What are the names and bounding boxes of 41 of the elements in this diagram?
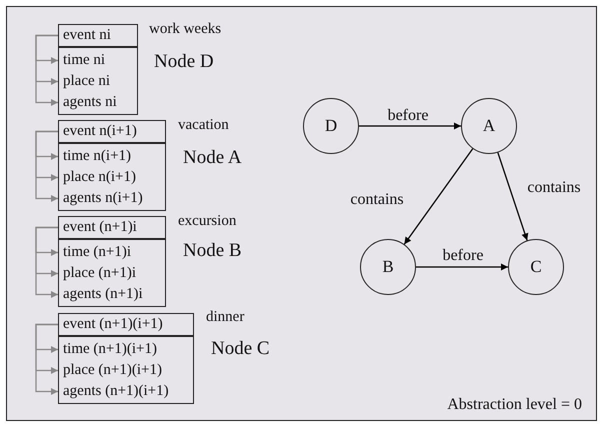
- arrow: [497, 152, 528, 241]
- record-header: event (n+1)i: [58, 216, 166, 239]
- record-body: [58, 239, 166, 307]
- record-field: time ni: [63, 50, 106, 70]
- event-circle: A: [461, 98, 517, 154]
- event-circle: B: [360, 239, 416, 295]
- record-field: place n(i+1): [63, 166, 136, 186]
- record-field: time n(i+1): [63, 146, 132, 166]
- record-body: [58, 143, 166, 211]
- record-body: [58, 47, 138, 115]
- record-field: place (n+1)i: [63, 262, 136, 282]
- record-header: event ni: [58, 24, 138, 47]
- node-title: Node D: [154, 51, 214, 73]
- record-field: agents n(i+1): [63, 188, 143, 208]
- record-field: place (n+1)(i+1): [63, 360, 162, 380]
- event-circle: C: [508, 239, 564, 295]
- record-field: agents ni: [63, 92, 117, 112]
- record-field: agents (n+1)i: [63, 284, 143, 304]
- node-title: Node A: [183, 147, 242, 169]
- connector-arrow: [35, 34, 58, 106]
- arrow: [416, 264, 508, 270]
- abstraction-note: Abstraction level = 0: [447, 396, 582, 414]
- connector-arrow: [35, 226, 58, 298]
- node-title: Node C: [211, 338, 270, 360]
- node-title: Node B: [183, 240, 242, 262]
- node-annotation: excursion: [178, 213, 236, 230]
- record-field: time (n+1)(i+1): [63, 338, 157, 358]
- node-annotation: dinner: [206, 309, 244, 326]
- record-field: agents (n+1)(i+1): [63, 380, 169, 400]
- record-header: event n(i+1): [58, 120, 166, 143]
- arrow: [404, 148, 474, 245]
- record-body: [58, 336, 194, 404]
- node-annotation: work weeks: [149, 21, 222, 38]
- record-header: event (n+1)(i+1): [58, 313, 194, 336]
- connector-arrow: [35, 130, 58, 202]
- record-field: time (n+1)i: [63, 242, 132, 262]
- event-circle: D: [303, 98, 359, 154]
- connector-arrow: [35, 324, 58, 395]
- arrow: [359, 122, 461, 130]
- record-field: place ni: [63, 70, 110, 90]
- node-annotation: vacation: [178, 117, 229, 134]
